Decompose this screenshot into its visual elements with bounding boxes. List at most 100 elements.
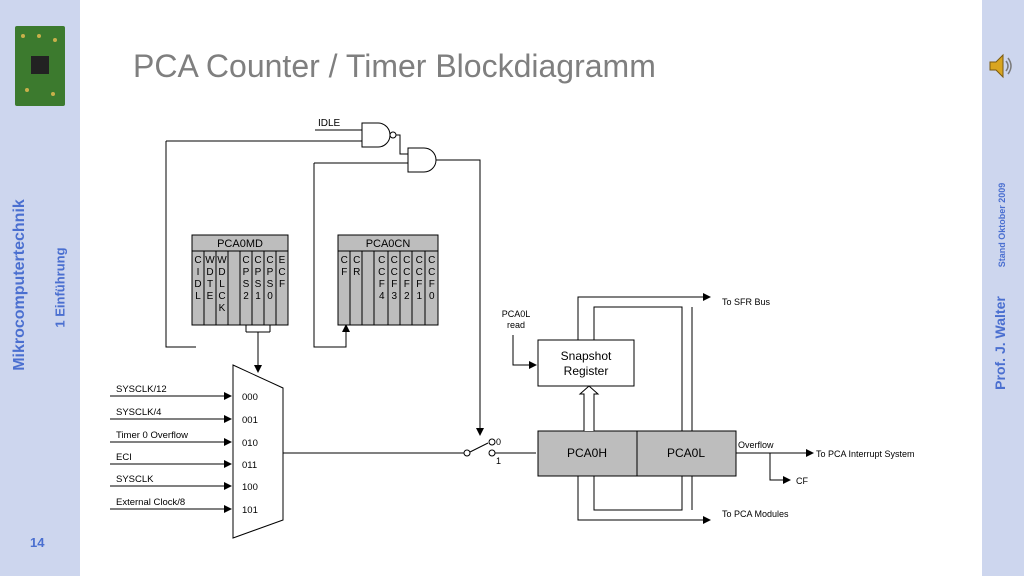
mux-input-label: Timer 0 Overflow [116,430,188,441]
pca0md-bit-0-char: I [197,267,200,278]
switch-1-label: 1 [496,456,501,466]
pca0cn-bit-4-char: C [391,267,398,278]
pca0l-to-sfr [593,306,683,431]
pca0md-title: PCA0MD [217,238,263,250]
pca0cn-bit-3-char: C [378,267,385,278]
to-sfr-label: To SFR Bus [722,297,771,307]
counter-to-snapshot-arrow [578,385,600,431]
mux-input-arrows [110,392,232,513]
pca0l-read-line-text: PCA0L [502,309,531,319]
circuit-board-logo [15,26,65,106]
pca0cn-bit-7-char: F [429,279,435,290]
pca0md-bit-0-char: D [194,279,201,290]
cr-feedback-line [313,163,350,348]
pca0cn-bit-6-char: C [416,267,423,278]
modules-bus-line [593,476,683,511]
pca0md-bit-4-char: S [243,279,250,290]
pca0l-read-line [512,335,537,369]
pca0md-bit-7-char: E [279,255,286,266]
pca0cn-bit-4-char: 3 [391,291,397,302]
cps-to-mux [245,325,271,372]
solder-dot [25,88,29,92]
pca0md-bit-6-char: C [266,255,273,266]
pca0cn-bit-1-char: C [353,255,360,266]
solder-dot [53,38,57,42]
gate-to-switch [436,159,484,436]
switch-pivot [463,449,471,457]
pca0l-read-line-text: read [507,320,525,330]
cf-line [769,453,791,484]
pca0md-bit-4-char: P [243,267,250,278]
overflow-label: Overflow [738,440,774,450]
pca0md-bit-7-char: F [279,279,285,290]
and-gate-1 [361,122,391,148]
pca0md-bit-0-char: L [195,291,201,302]
pca0md-bit-4-char: 2 [243,291,249,302]
idle-label: IDLE [318,118,341,129]
pca0cn-bit-4-char: F [391,279,397,290]
mux-input-code: 010 [242,438,258,449]
switch-0-label: 0 [496,437,501,447]
pca0cn-bit-6-char: C [416,255,423,266]
mux-input-code: 000 [242,392,258,403]
snapshot-to-sfr [577,293,711,340]
to-modules-label: To PCA Modules [722,509,789,519]
pca0md-bit-1-char: W [205,255,215,266]
date-label: Stand Oktober 2009 [997,182,1007,268]
chapter-label: 1 Einführung [52,247,68,328]
solder-dot [21,34,25,38]
pca0md-bit-2-char: K [219,303,226,314]
snapshot-line-text: Register [564,364,609,378]
mux-input-code: 101 [242,505,258,516]
pca0md-bit-5-char: S [255,279,262,290]
pca0cn-title: PCA0CN [366,238,411,250]
to-interrupt-label: To PCA Interrupt System [816,449,915,459]
pca0cn-bit-3-char: 4 [379,291,385,302]
mux-input-code: 011 [242,460,257,471]
pca0md-bit-6-char: S [267,279,274,290]
snapshot-register [537,339,635,387]
pca0md-dividers [203,251,277,325]
pca0md-bit-7-char: C [278,267,285,278]
pca0cn-bit-3-char: C [378,255,385,266]
pca0l-label: PCA0L [667,446,705,460]
pca0cn-bit-5-char: C [403,255,410,266]
gate-inverter [389,131,397,139]
pca0md-bit-1-char: D [206,267,213,278]
and-gate-2 [407,147,437,173]
pca0md-bit-6-char: 0 [267,291,273,302]
pca0cn-bit-6-char: F [416,279,422,290]
pca0md-bit-2-char: W [217,255,227,266]
switch-contact-1 [488,449,496,457]
snapshot-line-text: Snapshot [561,349,612,363]
pca0cn-bit-7-char: C [428,267,435,278]
author-label: Prof. J. Walter [992,296,1008,390]
pca0md-bit-2-char: C [218,291,225,302]
chip-shape [31,56,49,74]
left-sidebar: Mikrocomputertechnik 1 Einführung 14 [0,0,80,576]
switch-contact-0 [488,438,496,446]
pca0md-bit-4-char: C [242,255,249,266]
pca0cn-dividers [349,251,426,325]
switch-arm [469,442,489,453]
page-number: 14 [30,535,45,550]
pca0cn-bit-5-char: F [404,279,410,290]
pca0md-bit-6-char: P [267,267,274,278]
mux-input-label: SYSCLK/12 [116,384,167,395]
pca0cn-bit-0-char: C [341,255,348,266]
speaker-icon[interactable] [988,52,1014,80]
pca0cn-bit-5-char: C [403,267,410,278]
pca0cn-bit-4-char: C [391,255,398,266]
pca0cn-bit-1-char: R [353,267,360,278]
pca0cn-bit-3-char: F [379,279,385,290]
cf-label: CF [796,476,808,486]
mux-input-label: SYSCLK [116,474,154,485]
pca0md-bit-5-char: C [254,255,261,266]
solder-dot [37,34,41,38]
pca0md-bit-0-char: C [194,255,201,266]
solder-dot [51,92,55,96]
mux-input-label: External Clock/8 [116,497,185,508]
